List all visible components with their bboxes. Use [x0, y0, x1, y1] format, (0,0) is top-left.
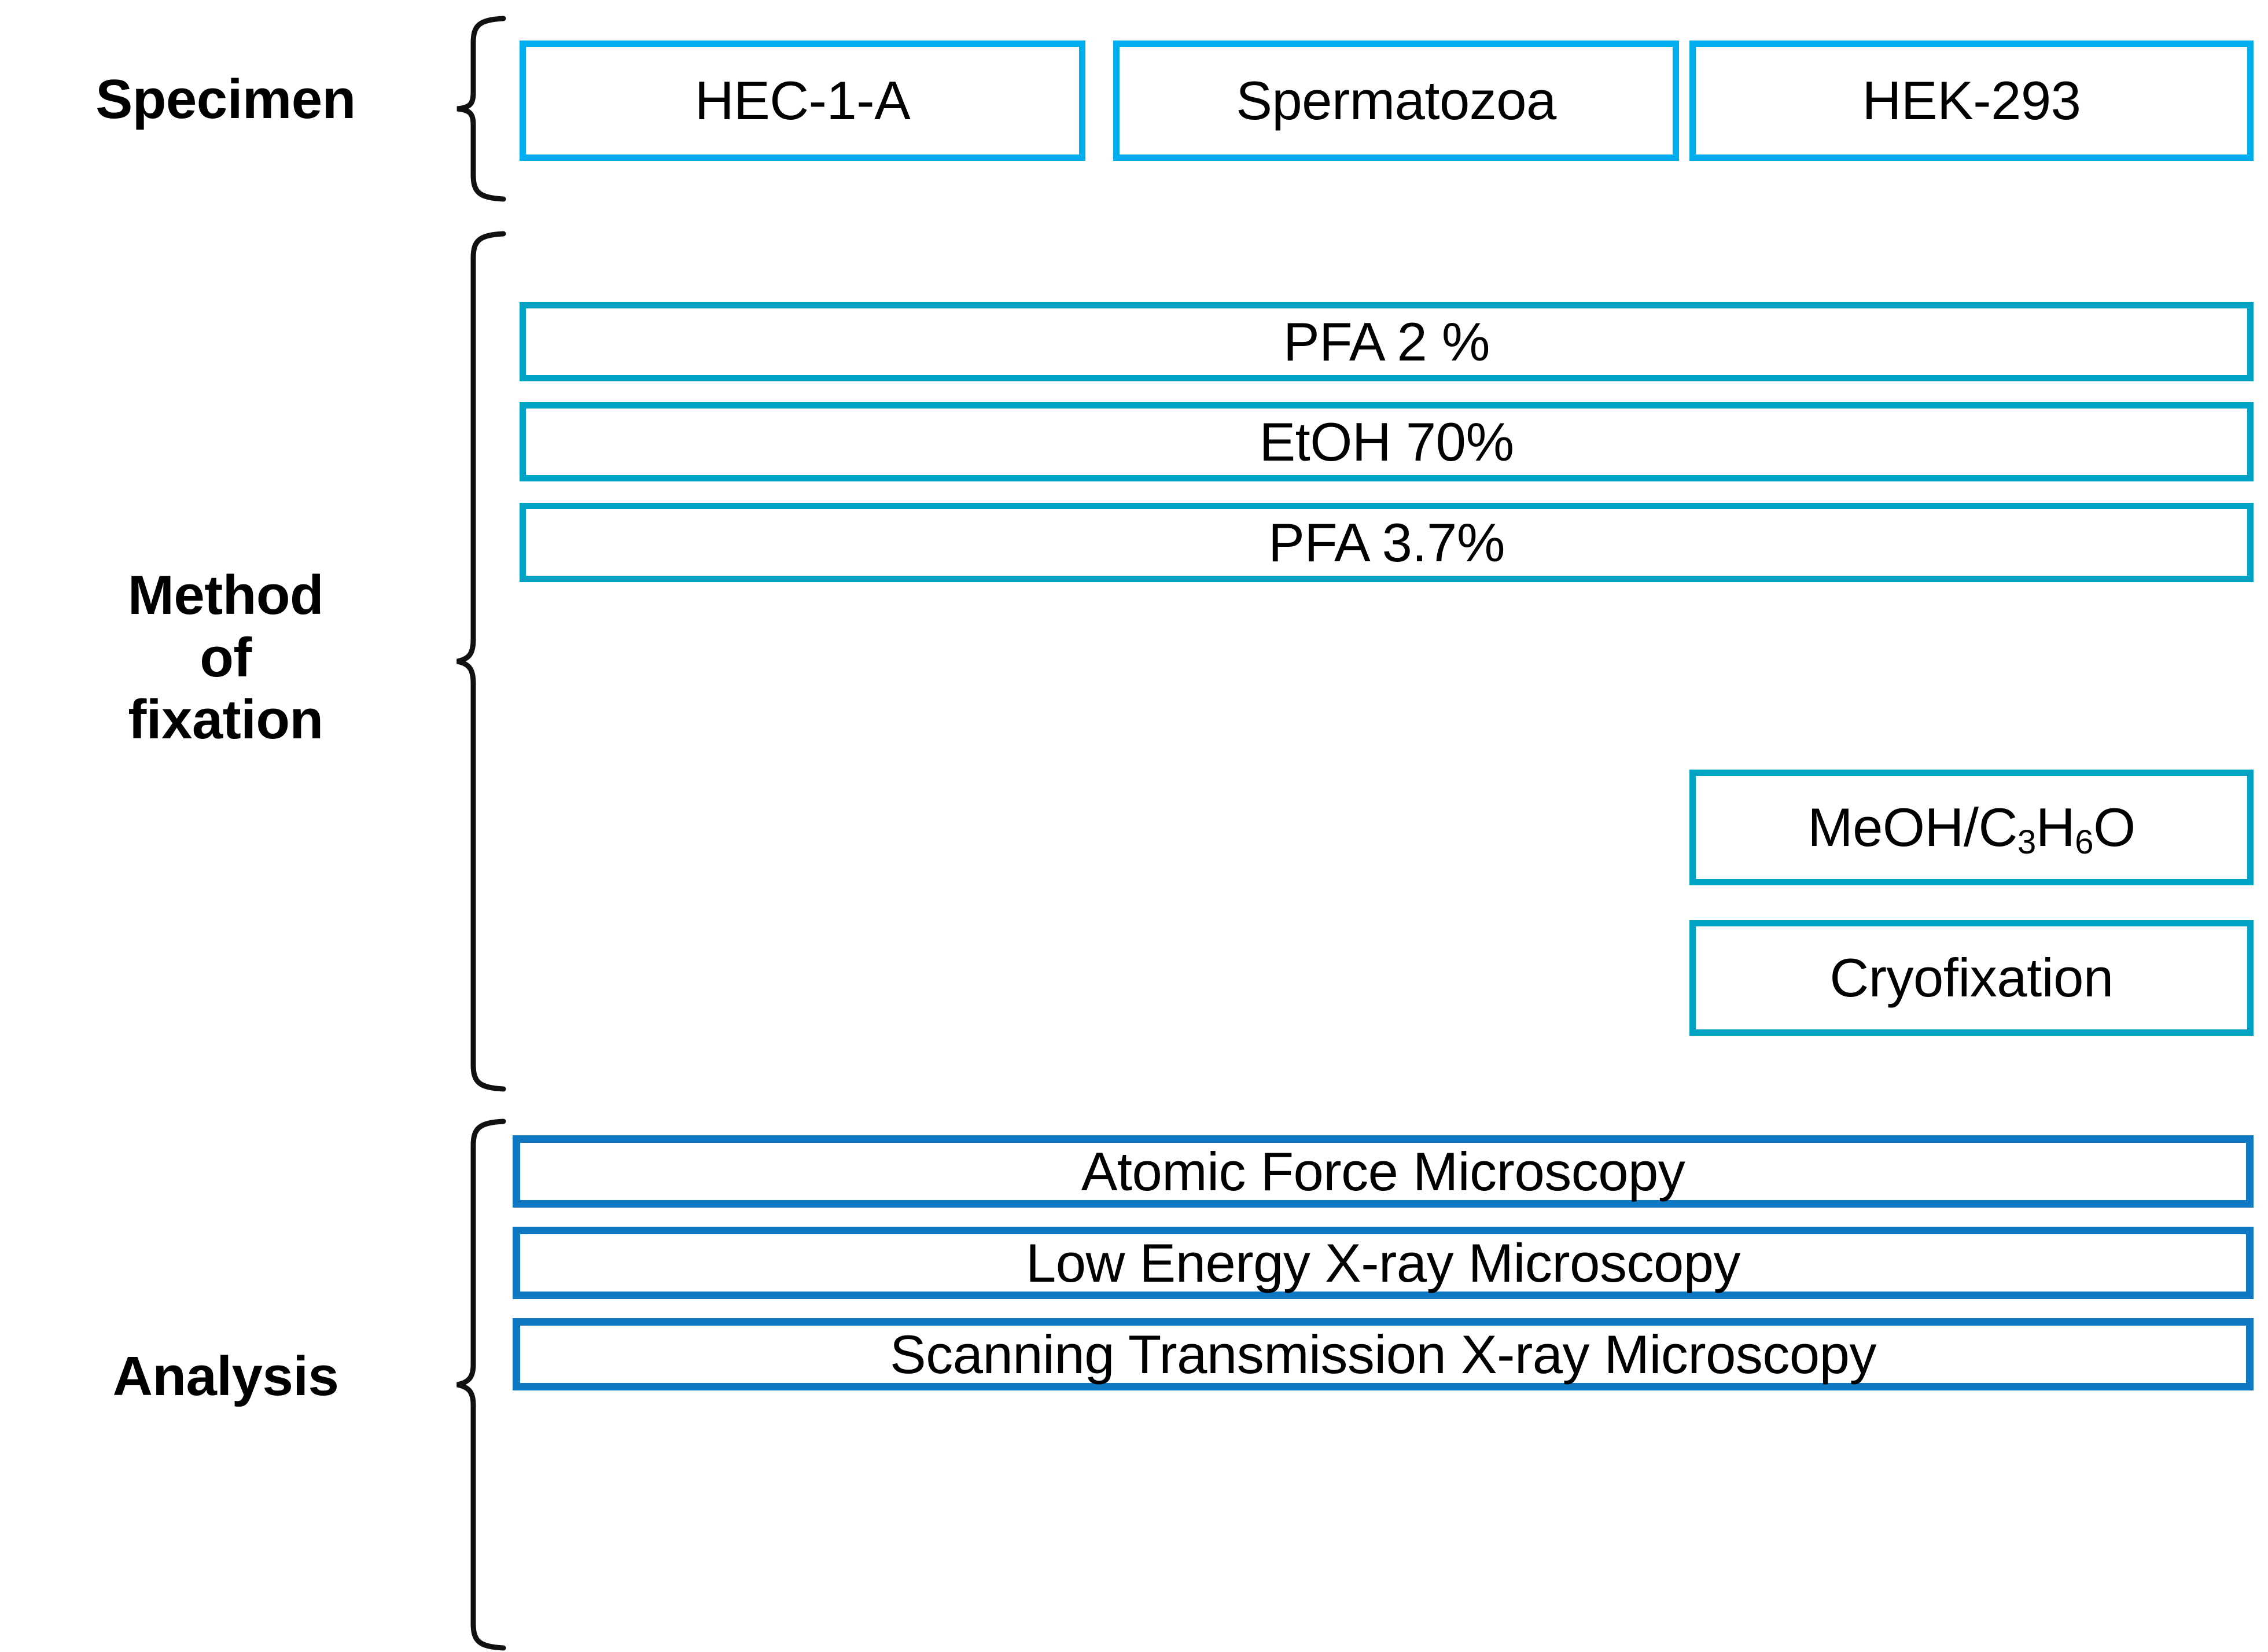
formula-pre: MeOH/C — [1807, 797, 2017, 858]
analysis-box-afm[interactable]: Atomic Force Microscopy — [513, 1135, 2254, 1208]
group-label-specimen: Specimen — [95, 68, 356, 130]
fixation-label-cryofixation: Cryofixation — [1829, 947, 2114, 1008]
analysis-label-stxm: Scanning Transmission X-ray Microscopy — [890, 1323, 1876, 1385]
formula-sub-3: 3 — [2017, 823, 2036, 861]
fixation-label-pfa-37: PFA 3.7% — [1268, 512, 1505, 573]
group-label-analysis: Analysis — [112, 1345, 339, 1407]
fixation-box-pfa-2[interactable]: PFA 2 % — [520, 302, 2254, 381]
specimen-box-hek-293[interactable]: HEK-293 — [1689, 41, 2254, 161]
specimen-label-hec-1-a: HEC-1-A — [694, 70, 911, 131]
bracket-fixation — [456, 231, 506, 1092]
fixation-box-etoh-70[interactable]: EtOH 70% — [520, 402, 2254, 481]
bracket-analysis — [456, 1118, 506, 1651]
fixation-box-cryofixation[interactable]: Cryofixation — [1689, 920, 2254, 1036]
fixation-box-pfa-37[interactable]: PFA 3.7% — [520, 503, 2254, 582]
analysis-box-lexm[interactable]: Low Energy X-ray Microscopy — [513, 1227, 2254, 1299]
specimen-label-spermatozoa: Spermatozoa — [1236, 70, 1556, 131]
specimen-box-spermatozoa[interactable]: Spermatozoa — [1113, 41, 1679, 161]
analysis-box-stxm[interactable]: Scanning Transmission X-ray Microscopy — [513, 1318, 2254, 1390]
analysis-label-afm: Atomic Force Microscopy — [1081, 1140, 1685, 1202]
bracket-specimen — [456, 16, 506, 202]
specimen-label-hek-293: HEK-293 — [1862, 70, 2081, 131]
fixation-label-pfa-2: PFA 2 % — [1283, 311, 1490, 372]
specimen-box-hec-1-a[interactable]: HEC-1-A — [520, 41, 1085, 161]
fixation-box-meoh-acetone[interactable]: MeOH/C3H6O — [1689, 770, 2254, 885]
fixation-label-etoh-70: EtOH 70% — [1259, 411, 1514, 472]
formula-mid: H — [2035, 797, 2075, 858]
group-label-fixation: Method of fixation — [127, 564, 324, 751]
formula-post: O — [2093, 797, 2136, 858]
analysis-label-lexm: Low Energy X-ray Microscopy — [1025, 1232, 1741, 1293]
formula-sub-6: 6 — [2075, 823, 2094, 861]
fixation-label-meoh-acetone: MeOH/C3H6O — [1807, 797, 2136, 859]
